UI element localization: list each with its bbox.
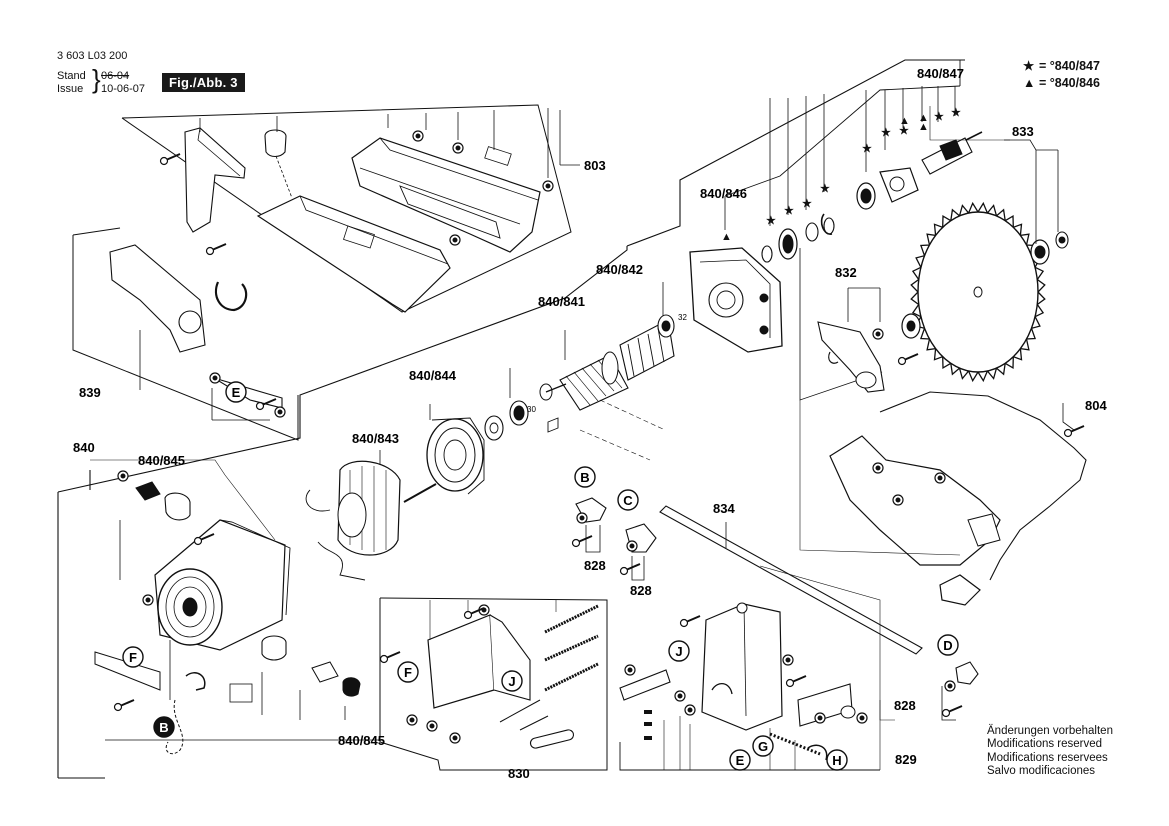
- callout-d: D: [943, 638, 952, 653]
- label-32: 32: [678, 313, 687, 322]
- callout-e-bottom: E: [736, 753, 745, 768]
- label-840-845-top: 840/845: [138, 453, 185, 468]
- svg-text:▲: ▲: [918, 112, 929, 124]
- callout-c: C: [623, 493, 633, 508]
- svg-text:▲: ▲: [918, 121, 929, 133]
- label-840-845-bottom: 840/845: [338, 733, 385, 748]
- label-834: 834: [713, 501, 735, 516]
- label-830: 830: [508, 766, 530, 781]
- label-30: 30: [527, 405, 536, 414]
- switch-assembly-830: [379, 597, 608, 771]
- issue-label: Issue: [57, 83, 84, 95]
- modification-notes: Änderungen vorbehalten Modifications res…: [987, 725, 1113, 779]
- callout-e-left: E: [232, 385, 241, 400]
- label-840-844: 840/844: [409, 368, 457, 383]
- label-840-846: 840/846: [700, 186, 747, 201]
- svg-text:▲: ▲: [721, 231, 732, 243]
- star-icon: ★: [1023, 59, 1035, 73]
- callout-b-top: B: [580, 470, 589, 485]
- label-840-843: 840/843: [352, 431, 399, 446]
- spindle-assembly: ★ ★ ★ ★ ★ ★ ▲ ★ ▲ ▲ ★ ★ ▲: [721, 60, 983, 263]
- label-840: 840: [73, 440, 95, 455]
- label-840-842: 840/842: [596, 262, 643, 277]
- triangle-icon: ▲: [1023, 76, 1036, 90]
- legend-star-row: ★ = °840/847: [1023, 59, 1100, 74]
- legend-triangle-row: ▲= °840/846: [1023, 76, 1100, 91]
- legend-star-text: = °840/847: [1039, 59, 1100, 73]
- svg-text:★: ★: [934, 111, 944, 123]
- label-833: 833: [1012, 124, 1034, 139]
- document-number: 3 603 L03 200: [57, 50, 128, 62]
- label-840-847: 840/847: [917, 66, 964, 81]
- callout-letters: B C D E E F F G H J J B: [122, 381, 959, 771]
- callout-j-right: J: [675, 644, 682, 659]
- brace-glyph: }: [92, 64, 101, 94]
- assembly-frame-lines: [57, 59, 965, 779]
- label-828-c: 828: [630, 583, 652, 598]
- svg-text:★: ★: [951, 107, 961, 119]
- svg-text:★: ★: [881, 127, 891, 139]
- switch-assembly-829: [619, 565, 895, 771]
- stand-label: Stand: [57, 70, 86, 82]
- rod-834: [659, 505, 923, 655]
- callout-f-right: F: [404, 665, 412, 680]
- note-en: Modifications reserved: [987, 738, 1103, 751]
- cable-clamps-828: [571, 497, 979, 721]
- label-839: 839: [79, 385, 101, 400]
- part-number-labels: 803 804 828 828 828 829 830 832 833 834 …: [73, 66, 1107, 781]
- figure-badge: Fig./Abb. 3: [162, 73, 245, 92]
- callout-f-left: F: [129, 650, 137, 665]
- svg-text:▲: ▲: [899, 115, 910, 127]
- label-803: 803: [584, 158, 606, 173]
- label-828-b: 828: [584, 558, 606, 573]
- svg-text:★: ★: [820, 183, 830, 195]
- label-804: 804: [1085, 398, 1107, 413]
- svg-text:★: ★: [899, 125, 909, 137]
- callout-g: G: [758, 739, 768, 754]
- label-840-841: 840/841: [538, 294, 585, 309]
- note-es: Salvo modificaciones: [987, 765, 1096, 778]
- svg-text:★: ★: [862, 143, 872, 155]
- clamp-832: [799, 248, 885, 401]
- label-832: 832: [835, 265, 857, 280]
- svg-text:★: ★: [802, 198, 812, 210]
- brush-holder-group: [90, 459, 380, 755]
- legend-triangle-text: = °840/846: [1039, 76, 1100, 90]
- svg-text:★: ★: [784, 205, 794, 217]
- bracket-assembly-839: [72, 227, 299, 441]
- motor-assembly: [154, 247, 783, 651]
- issue-date: 10-06-07: [101, 83, 146, 95]
- callout-h: H: [832, 753, 841, 768]
- guard-assembly-803: [121, 104, 580, 313]
- callout-b-filled: B: [159, 720, 168, 735]
- label-829: 829: [895, 752, 917, 767]
- stand-date-old: 06-04: [101, 70, 130, 82]
- saw-blade-833: [897, 106, 1069, 383]
- lower-guard-804: [799, 391, 1087, 606]
- callout-j-left: J: [508, 674, 515, 689]
- svg-text:★: ★: [766, 215, 776, 227]
- note-de: Änderungen vorbehalten: [987, 725, 1113, 737]
- note-fr: Modifications reservees: [987, 751, 1108, 764]
- label-828-d: 828: [894, 698, 916, 713]
